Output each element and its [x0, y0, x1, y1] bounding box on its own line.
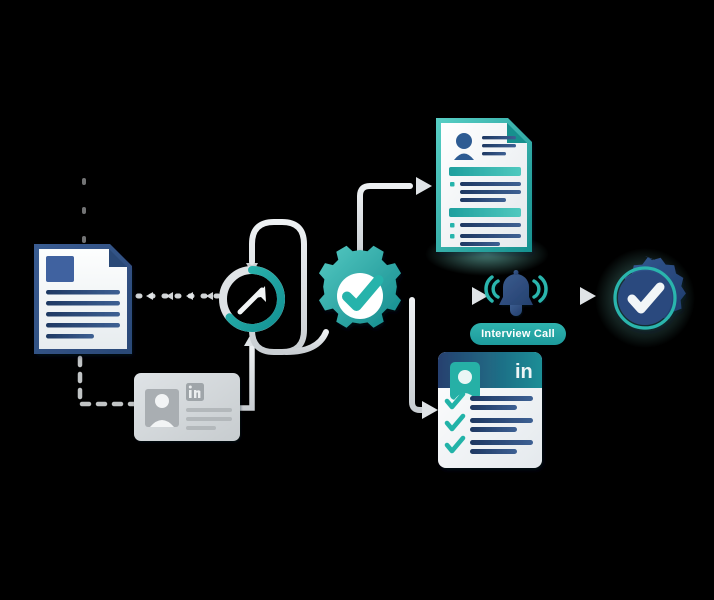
- resume-header-bar: [449, 208, 521, 217]
- gear-check-icon[interactable]: [319, 245, 401, 328]
- connector-document-to-linkedin: [77, 355, 139, 407]
- connector-gear-to-bell: [402, 287, 488, 305]
- connector-document-to-sync: [135, 292, 225, 300]
- resume-header-bar: [449, 167, 521, 176]
- check-row: [444, 435, 533, 454]
- check-row: [444, 391, 533, 410]
- connector-gear-to-parsed-resume: [357, 177, 432, 261]
- connector-bell-to-verified-badge: [553, 287, 596, 305]
- bell-icon[interactable]: [484, 270, 548, 316]
- resume-document-icon[interactable]: [436, 118, 532, 252]
- verified-badge-icon[interactable]: [613, 256, 686, 330]
- sync-arrow-icon[interactable]: [219, 266, 285, 332]
- interview-call-badge[interactable]: Interview Call: [470, 323, 566, 345]
- document-icon[interactable]: [34, 244, 132, 354]
- resume-avatar-icon: [456, 133, 472, 149]
- linkedin-logo-text: in: [515, 361, 533, 383]
- linkedin-card-icon[interactable]: [134, 373, 240, 441]
- checklist-card-icon[interactable]: in: [438, 352, 542, 468]
- connector-gear-to-screening-card: [409, 297, 438, 419]
- check-row: [444, 413, 533, 432]
